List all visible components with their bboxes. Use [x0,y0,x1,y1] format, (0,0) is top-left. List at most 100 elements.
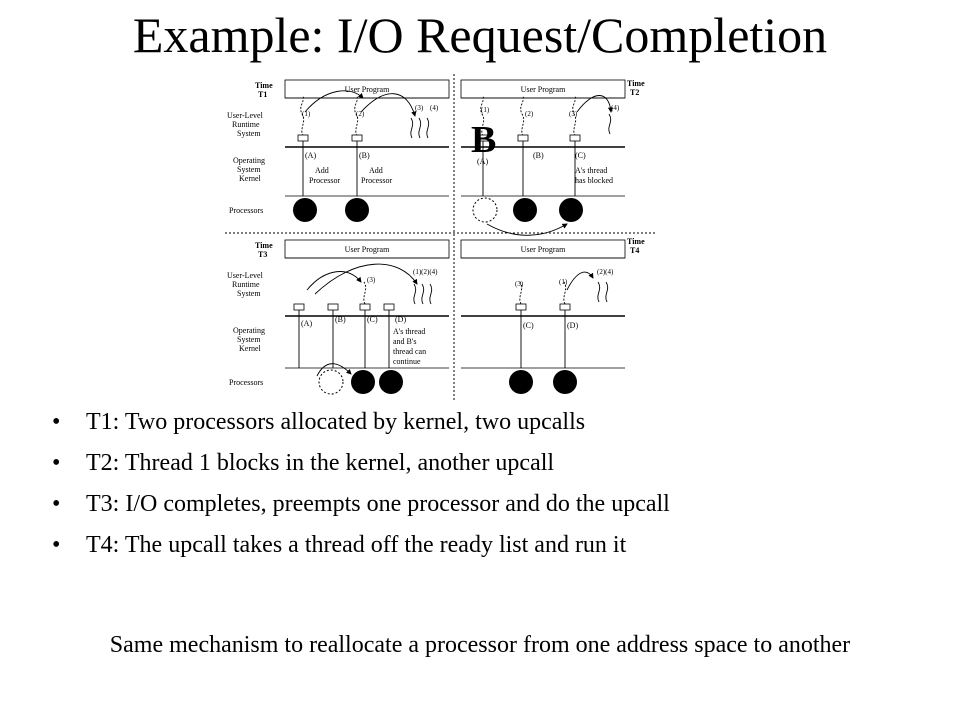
panel-t3-activation-d [383,303,395,311]
summary-note: Same mechanism to reallocate a processor… [109,632,851,658]
panel-t1-thread-label-2: (2) [356,110,365,118]
panel-t2-event-c: (C) [575,151,586,160]
panel-t1-event-a: (A) [305,151,316,160]
row-label-system-2-b: System [237,335,261,344]
panel-t4-thread-2 [597,281,601,303]
bullet-item-t3: •T3: I/O completes, preempts one process… [48,490,928,518]
panel-t4-activation-c [515,303,527,311]
panel-t3-event-d: (D) [395,315,406,324]
panel-t3-upcall-arrow-1 [306,271,362,291]
panel-t4-thread-label-1: (1) [559,278,568,286]
panel-t4-thread-label-24: (2)(4) [597,268,614,276]
panel-t2-processor-freed [472,197,498,223]
panel-t3-activation-a [293,303,305,311]
panel-t1-thread-3a [410,117,414,139]
panel-t4-event-c: (C) [523,321,534,330]
row-label-processors: Processors [229,206,263,215]
bullet-text: T2: Thread 1 blocks in the kernel, anoth… [86,450,555,476]
row-label-system-2: System [237,165,261,174]
panel-t3-activation-c [359,303,371,311]
slide-title: Example: I/O Request/Completion [132,7,828,63]
panel-t3-thread-3 [363,281,367,305]
bullet-item-t4: • T4: The upcall takes a thread off the r… [48,531,928,559]
panel-t4-time: Time [627,237,645,246]
upcall-diagram-svg: User-Level Runtime System Operating Syst… [225,74,657,402]
bullet-item-t2: • T2: Thread 1 blocks in the kernel, anot… [48,449,928,477]
panel-t4-activation-d [559,303,571,311]
panel-t2: User Program Time T2 (1) (2) (3) (4) (A)… [460,79,645,236]
panel-t3-time: Time [255,241,273,250]
bullet-text: T4: The upcall takes a thread off the re… [86,532,627,558]
panel-t1-thread-label-1: (1) [302,110,311,118]
panel-t2-event-b: (B) [533,151,544,160]
panel-t3-processor-2 [379,370,403,394]
row-label-user-level-b: User-Level [227,271,264,280]
panel-t2-event-a: (A) [477,157,488,166]
panel-t3-activation-b [327,303,339,311]
row-label-operating-b: Operating [233,326,265,335]
panel-t1-activation-2 [351,134,363,142]
bullet-dot: • [52,532,61,558]
bullet-dot: • [52,450,61,476]
panel-t2-time: Time [627,79,645,88]
panel-t2-thread-label-2: (2) [525,110,534,118]
panel-t4-event-d: (D) [567,321,578,330]
panel-t2-thread-2 [520,95,525,137]
row-label-runtime: Runtime [232,120,260,129]
panel-t3-time-id: T3 [258,250,267,259]
panel-t1-time: Time [255,81,273,90]
panel-t1-time-id: T1 [258,90,267,99]
panel-t2-thread-label-3: (3) [569,110,578,118]
panel-t1-activation-1 [297,134,309,142]
overlay-letter-b: B [471,119,496,161]
panel-t3-processor-freed [318,369,344,395]
bullet-list: • T1: Two processors allocated by kernel,… [48,408,928,572]
panel-t3-event-c: (C) [367,315,378,324]
row-label-processors-b: Processors [229,378,263,387]
panel-t3-processor-transfer-arrow [316,363,352,377]
panel-t2-thread-label-1: (1) [481,106,490,114]
panel-t2-thread-label-4: (4) [611,104,620,112]
panel-t1-upcall-arrow-2 [360,93,417,117]
panel-t3-thread-4 [429,283,433,305]
row-label-system: System [237,129,261,138]
panel-t4-thread-3 [519,281,523,305]
panel-t2-activation-3 [569,134,581,142]
row-label-user-level: User-Level [227,111,264,120]
bullet-text: T3: I/O completes, preempts one processo… [86,491,670,517]
panel-t3-thread-label-3: (3) [367,276,376,284]
row-label-operating: Operating [233,156,265,165]
panel-t2-processor-2 [559,198,583,222]
row-label-kernel: Kernel [239,174,262,183]
panel-t2-processor-transfer-arrow [486,223,568,236]
panel-t3: Time T3 User Program (3) (1)(2)(4) (A) (… [255,239,450,395]
panel-t4-thread-1 [563,281,567,305]
panel-t4-time-id: T4 [630,246,639,255]
panel-t2-thread-3 [572,95,577,137]
panel-t4-upcall-arrow [566,271,594,291]
panel-t1-processor-2 [345,198,369,222]
panel-t1-thread-2 [354,95,359,137]
bullet-dot: • [52,409,61,435]
panel-t1-event-b: (B) [359,151,370,160]
panel-t1-thread-4 [426,117,430,139]
panel-t4-thread-label-3: (3) [515,280,524,288]
panel-t4-thread-4 [605,281,609,303]
panel-t2-thread-4 [608,113,612,135]
panel-t4-header: User Program [521,245,566,254]
panel-t1-thread-3b [418,117,422,139]
panel-t3-thread-2 [421,283,425,305]
panel-t4-processor-1 [509,370,533,394]
panel-t4: User Program Time T4 (3) (1) (2)(4) (C) … [460,237,645,394]
panel-t1-processor-1 [293,198,317,222]
panel-t3-event-b: (B) [335,315,346,324]
panel-t1-thread-1 [300,95,305,137]
bullet-item-t1: • T1: Two processors allocated by kernel,… [48,408,928,436]
bullet-text: T1: Two processors allocated by kernel, … [86,409,586,435]
panel-t1-thread-label-4: (4) [430,104,439,112]
panel-t2-activation-2 [517,134,529,142]
panel-t2-header: User Program [521,85,566,94]
